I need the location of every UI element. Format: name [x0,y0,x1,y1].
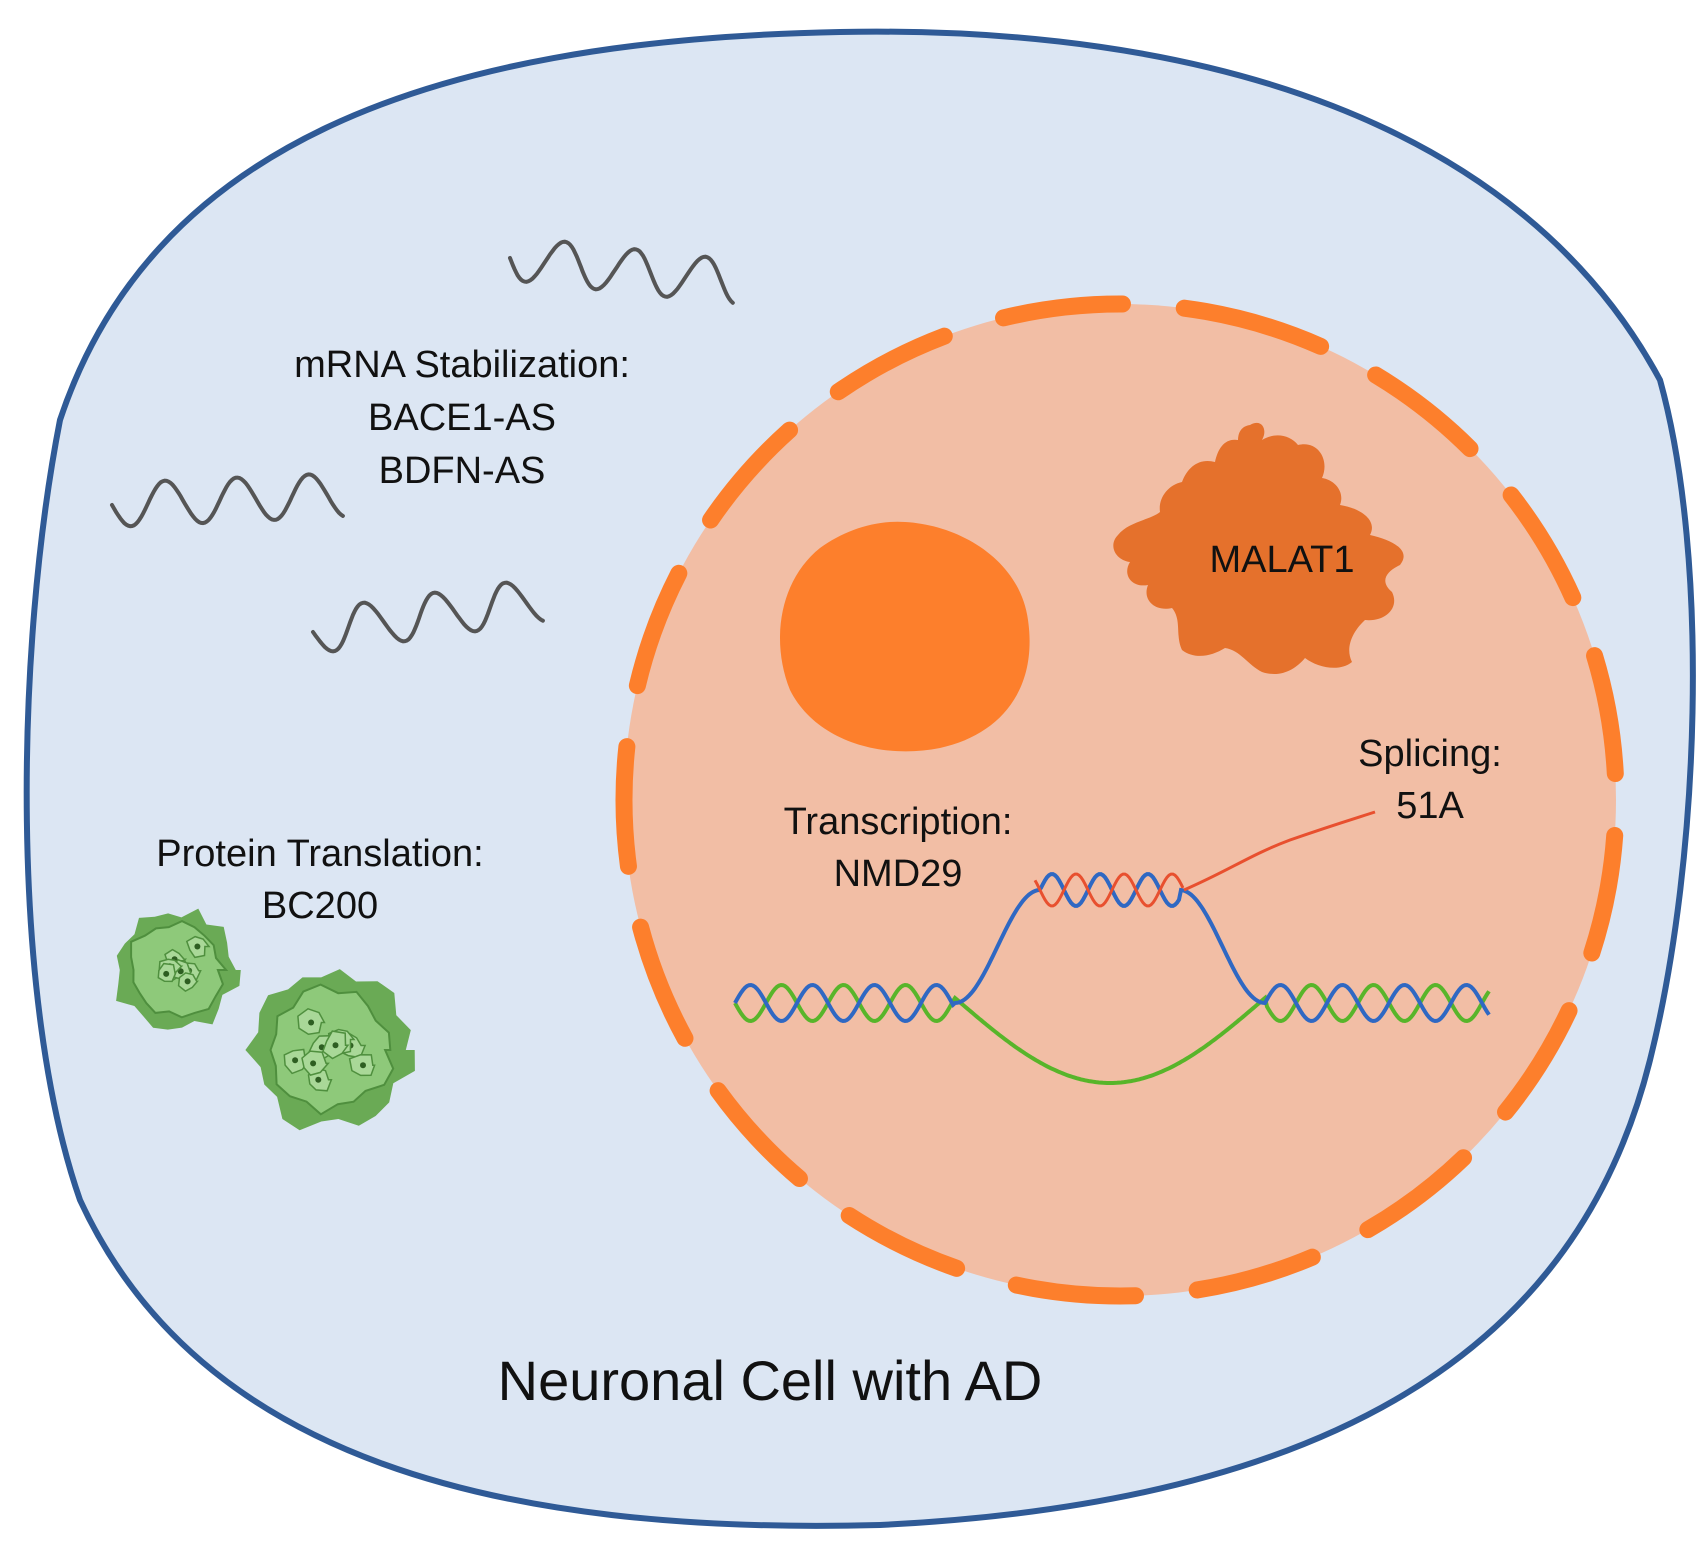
transcription-heading: Transcription: [784,801,1013,843]
malat1-speckle [1113,422,1404,675]
nuclear-envelope [615,295,1625,1305]
protein-aggregate-2 [245,969,415,1131]
aggregate-nucleus-dot [315,1076,322,1083]
rna-transcript [1033,872,1185,908]
splicing-heading: Splicing: [1358,733,1502,775]
aggregate-nucleus-dot [163,970,170,977]
mrna-strand-3 [311,580,545,654]
protein-aggregate-1 [116,908,241,1030]
mrna-item-bace1-as: BACE1-AS [368,397,556,439]
diagram-title: Neuronal Cell with AD [498,1349,1043,1412]
malat1-label: MALAT1 [1209,539,1354,581]
nucleolus [780,521,1030,752]
aggregate-nucleus-dot [292,1057,299,1064]
splicing-item-51a: 51A [1396,785,1464,827]
rna-splicing-tail [1183,810,1376,892]
aggregate-nucleus-dot [194,943,201,950]
aggregate-nucleus-dot [360,1062,366,1069]
mrna-stabilization-heading: mRNA Stabilization: [294,344,630,386]
protein-translation-heading: Protein Translation: [156,833,483,875]
mrna-strand-2 [110,472,345,529]
dna-strand-green [733,982,1491,1085]
protein-item-bc200: BC200 [262,885,378,927]
mrna-item-bdfn-as: BDFN-AS [379,450,546,492]
aggregate-nucleus-dot [308,1019,315,1026]
aggregate-nucleus-dot [184,978,191,985]
aggregate-nucleus-dot [332,1042,339,1049]
transcription-item-nmd29: NMD29 [834,853,963,895]
mrna-strand-1 [508,239,735,305]
aggregate-nucleus-dot [310,1060,317,1067]
